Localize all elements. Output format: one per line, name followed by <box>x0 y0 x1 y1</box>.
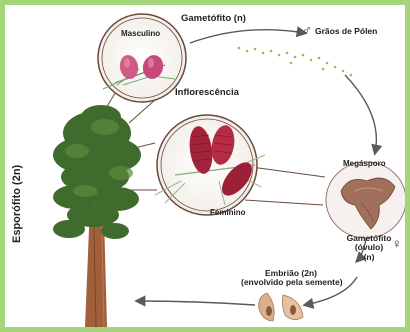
label-gametofito-ovulo: Gametófito (óvulo) (n) <box>341 234 397 262</box>
megasporo-seed-scale <box>326 162 405 238</box>
female-symbol-icon: ♀ <box>392 237 402 251</box>
arrow-male-to-pollen <box>190 30 305 43</box>
arrow-embriao-to-tree <box>137 301 255 305</box>
pine-life-cycle-diagram: Gametófito (n) ♂ Grãos de Pólen Masculin… <box>5 5 405 327</box>
male-cone-circle <box>98 14 186 102</box>
seed-wing <box>259 293 274 321</box>
label-feminino: Feminino <box>210 209 246 218</box>
pine-tree <box>53 105 141 327</box>
label-graos-de-polen: Grãos de Pólen <box>315 27 377 36</box>
label-embriao-line2: (envolvido pela semente) <box>241 278 341 287</box>
label-gametofito-n: Gametófito (n) <box>181 14 246 24</box>
label-masculino: Masculino <box>121 30 160 39</box>
male-symbol-icon: ♂ <box>302 23 312 37</box>
pollen-grains <box>238 47 353 77</box>
label-megasporo: Megásporo <box>343 160 386 169</box>
embriao-seeds <box>259 293 303 321</box>
label-esporofito: Esporófito (2n) <box>11 165 23 243</box>
label-gametofito-ovulo-line3: (n) <box>341 253 397 262</box>
label-embriao: Embrião (2n) (envolvido pela semente) <box>241 269 341 288</box>
label-inflorescencia: Inflorescência <box>175 88 239 98</box>
arrow-pollen-to-megasporo <box>345 75 376 153</box>
